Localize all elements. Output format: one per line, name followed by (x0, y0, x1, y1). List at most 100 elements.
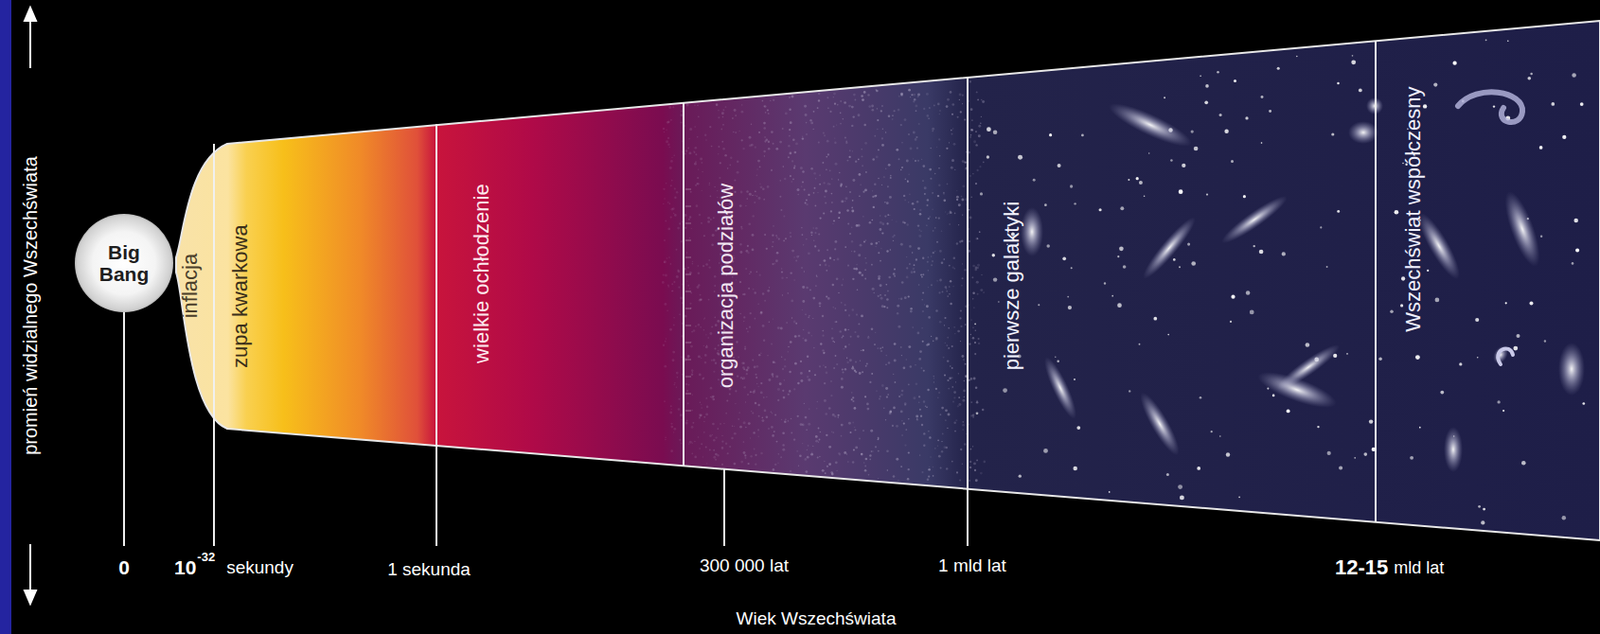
grain-dot (935, 309, 938, 312)
grain-dot (958, 373, 960, 374)
grain-dot (898, 395, 901, 398)
grain-dot (709, 182, 712, 185)
grain-dot (861, 274, 865, 278)
grain-dot (823, 134, 826, 137)
grain-dot (945, 147, 948, 150)
grain-dot (945, 290, 948, 293)
grain-dot (801, 170, 804, 173)
grain-dot (718, 177, 721, 179)
grain-dot (881, 222, 885, 226)
grain-dot (686, 420, 689, 423)
grain-dot (852, 396, 854, 399)
grain-dot (822, 212, 825, 214)
grain-dot (900, 92, 904, 96)
grain-dot (771, 375, 774, 378)
grain-dot (667, 284, 670, 287)
grain-dot (853, 115, 855, 118)
grain-dot (772, 241, 775, 244)
grain-dot (851, 210, 854, 214)
grain-dot (746, 366, 750, 370)
grain-dot (787, 420, 790, 423)
grain-dot (944, 408, 948, 412)
grain-dot (753, 366, 757, 370)
grain-dot (854, 445, 858, 449)
grain-dot (753, 448, 756, 451)
grain-dot (757, 386, 759, 388)
grain-dot (887, 213, 889, 216)
grain-dot (673, 324, 676, 327)
grain-dot (746, 249, 749, 253)
grain-dot (751, 214, 754, 217)
grain-dot (694, 146, 698, 150)
grain-dot (844, 200, 847, 203)
grain-dot (817, 427, 820, 430)
grain-dot (785, 277, 788, 280)
grain-dot (976, 401, 979, 405)
grain-dot (763, 126, 766, 130)
grain-dot (810, 453, 814, 457)
grain-dot (972, 173, 974, 175)
grain-dot (821, 469, 825, 473)
grain-dot (939, 155, 942, 158)
grain-dot (844, 309, 847, 312)
grain-dot (969, 136, 972, 139)
grain-dot (777, 399, 780, 402)
grain-dot (882, 127, 884, 129)
grain-dot (760, 185, 764, 189)
grain-dot (937, 396, 940, 399)
grain-dot (687, 402, 690, 405)
grain-dot (977, 124, 981, 128)
grain-dot (676, 376, 679, 379)
grain-dot (815, 435, 818, 439)
grain-dot (904, 444, 907, 446)
grain-dot (944, 419, 946, 421)
grain-dot (782, 444, 784, 446)
star (1261, 142, 1263, 144)
grain-dot (973, 306, 975, 308)
grain-dot (980, 99, 982, 101)
grain-dot (851, 367, 854, 371)
star (1111, 295, 1114, 298)
grain-dot (877, 177, 879, 179)
scale-tick (685, 308, 692, 310)
star (1048, 133, 1052, 137)
grain-dot (699, 414, 702, 417)
grain-dot (800, 185, 802, 187)
grain-dot (705, 334, 707, 336)
grain-dot (833, 367, 836, 370)
grain-dot (663, 197, 666, 200)
grain-dot (672, 358, 676, 362)
grain-dot (833, 125, 836, 128)
grain-dot (907, 201, 910, 204)
grain-dot (869, 459, 872, 462)
grain-dot (670, 405, 673, 408)
grain-dot (741, 139, 744, 142)
grain-dot (928, 436, 931, 439)
grain-dot (857, 253, 861, 257)
grain-dot (764, 233, 766, 236)
grain-dot (743, 451, 747, 455)
grain-dot (811, 451, 813, 453)
star (1148, 152, 1151, 155)
grain-dot (751, 248, 755, 252)
grain-dot (971, 119, 974, 122)
grain-dot (788, 128, 791, 131)
grain-dot (927, 286, 929, 288)
grain-dot (921, 424, 924, 427)
grain-dot (814, 231, 817, 234)
star (979, 192, 983, 196)
grain-dot (690, 292, 693, 295)
grain-dot (929, 147, 932, 150)
grain-dot (875, 155, 879, 159)
grain-dot (704, 354, 708, 357)
grain-dot (822, 352, 825, 355)
grain-dot (795, 259, 798, 262)
grain-dot (846, 361, 849, 364)
grain-dot (913, 98, 916, 101)
grain-dot (900, 465, 903, 468)
grain-dot (746, 190, 749, 194)
grain-dot (860, 314, 864, 318)
grain-dot (863, 90, 867, 94)
grain-dot (927, 256, 930, 259)
grain-dot (942, 433, 944, 436)
